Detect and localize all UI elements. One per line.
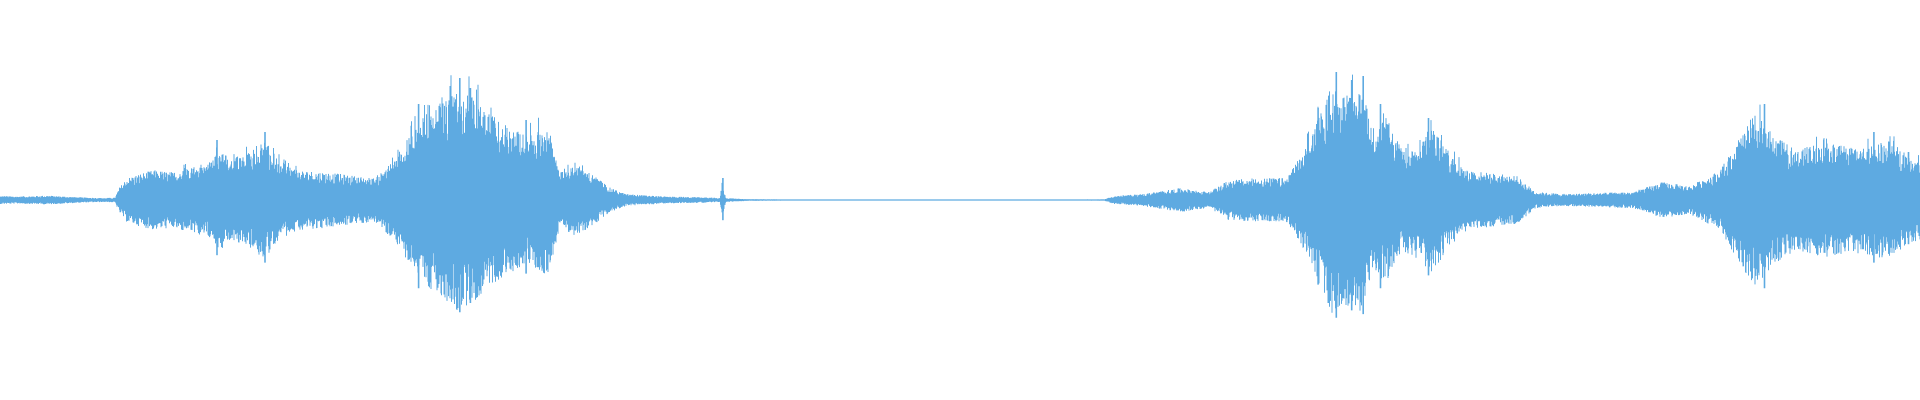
audio-waveform — [0, 72, 1920, 318]
waveform-graphic — [0, 72, 1920, 318]
